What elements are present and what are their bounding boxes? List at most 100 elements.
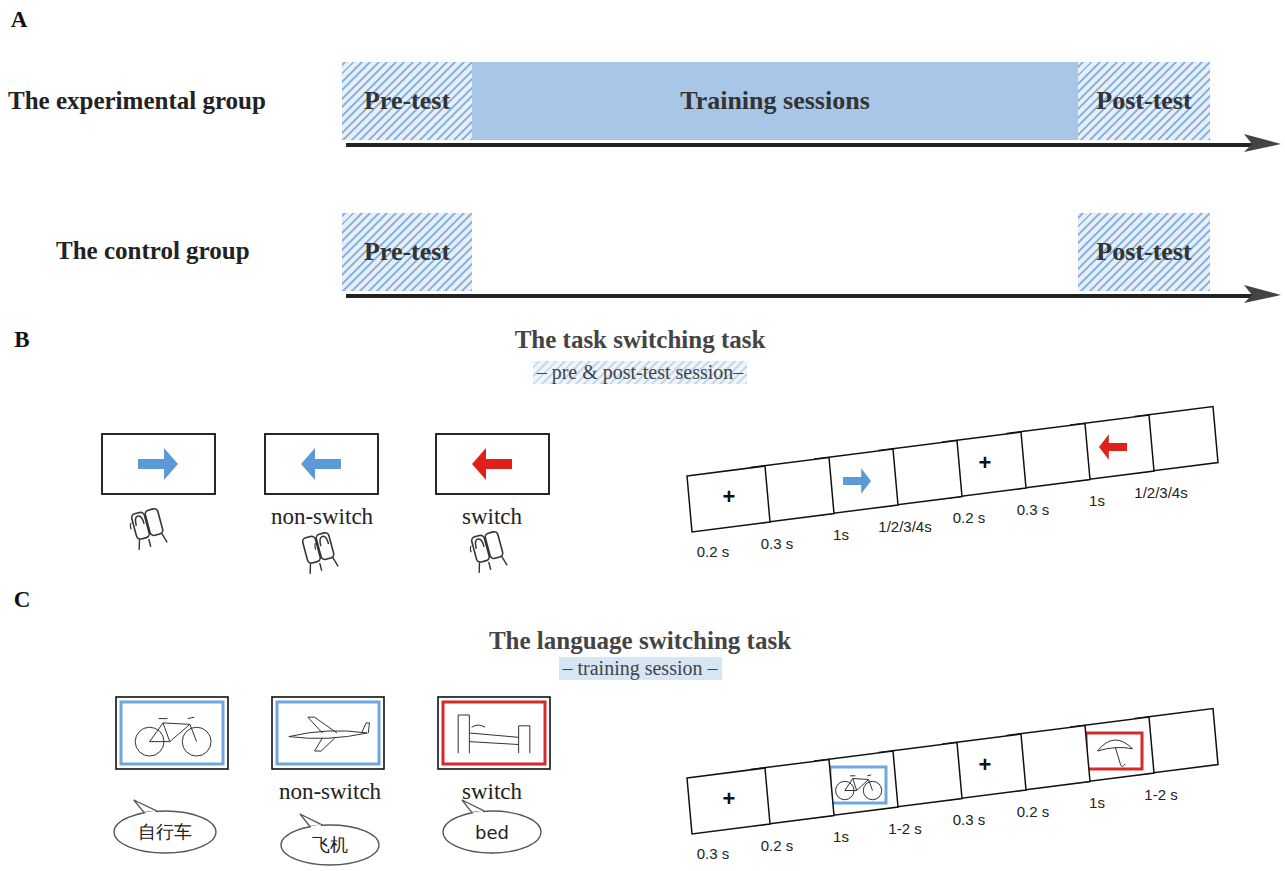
group-label: The experimental group — [8, 87, 266, 116]
phase-label: Post-test — [1096, 86, 1191, 116]
response-hand-icon — [301, 532, 338, 574]
speech-bubble: 自行车 — [113, 810, 217, 854]
bike-wheel — [182, 727, 211, 756]
duration-label: 1s — [833, 828, 849, 845]
stimulus-screen — [102, 434, 215, 494]
picture-stimulus — [116, 697, 228, 769]
plane-wings — [308, 717, 370, 751]
condition-label: switch — [462, 504, 522, 530]
phase-box: Post-test — [1078, 213, 1210, 291]
bubble-ellipse — [281, 825, 379, 865]
bubble-join — [311, 826, 321, 828]
bike-frame — [150, 717, 197, 741]
hand-palm — [477, 556, 508, 573]
phase-label: Training sessions — [680, 86, 870, 116]
arrow-stimulus — [843, 468, 871, 494]
key-right — [484, 531, 503, 559]
finger — [130, 523, 133, 529]
duration-label: 0.2 s — [1017, 803, 1050, 820]
phase-label: Pre-test — [364, 237, 450, 267]
group-label: The control group — [56, 237, 250, 266]
task-title: The task switching task — [515, 326, 766, 355]
timeline-line — [346, 143, 1262, 147]
duration-label: 0.2 s — [697, 543, 730, 560]
duration-label: 1s — [1089, 794, 1105, 811]
plane-fuselage — [289, 731, 367, 739]
duration-label: 1s — [1089, 492, 1105, 509]
umbrella-outline — [1098, 740, 1133, 766]
arrow-stimulus — [138, 448, 178, 480]
duration-label: 0.2 s — [953, 509, 986, 526]
picture-screen — [116, 697, 228, 769]
condition-label: non-switch — [271, 504, 373, 530]
arrow-stimulus — [301, 448, 341, 480]
picture-stimulus — [830, 767, 886, 803]
slide-frame — [687, 466, 770, 532]
phase-box: Pre-test — [342, 62, 472, 140]
finger — [134, 515, 144, 526]
fixation-cross: + — [723, 484, 736, 509]
hand-palm — [137, 533, 168, 550]
speech-bubble: bed — [442, 810, 542, 854]
phase-label: Pre-test — [364, 86, 450, 116]
color-cue-frame — [121, 702, 223, 764]
arrow-stimulus — [472, 448, 512, 480]
duration-label: 1-2 s — [888, 820, 921, 837]
arrow-stimulus — [1099, 434, 1127, 460]
key-right — [144, 508, 163, 536]
duration-label: 0.3 s — [1017, 501, 1050, 518]
bed-outline — [458, 715, 530, 753]
bubble-ellipse — [443, 811, 541, 853]
phase-box: Post-test — [1078, 62, 1210, 140]
phase-box: Pre-test — [342, 213, 472, 291]
timeline-head — [1244, 285, 1281, 303]
color-cue-frame — [277, 702, 379, 764]
panel-letter: A — [11, 7, 28, 33]
bike-frame — [845, 775, 873, 791]
picture-stimulus — [438, 697, 550, 769]
speech-bubble: 飞机 — [280, 824, 380, 866]
finger — [319, 535, 329, 546]
spoken-word: bed — [475, 822, 509, 843]
bubble-tail — [134, 800, 157, 813]
session-subtitle: – training session – — [559, 657, 722, 680]
finger — [474, 538, 484, 549]
condition-label: non-switch — [279, 779, 381, 805]
timeline-head — [1244, 134, 1281, 152]
duration-label: 1-2 s — [1144, 786, 1177, 803]
picture-screen — [438, 697, 550, 769]
duration-label: 0.2 s — [761, 837, 794, 854]
spoken-word: 自行车 — [138, 820, 192, 844]
condition-label: switch — [462, 779, 522, 805]
picture-stimulus — [272, 697, 384, 769]
picture-screen — [272, 697, 384, 769]
fixation-cross: + — [979, 752, 992, 777]
stimulus-screen — [436, 434, 549, 494]
picture-stimulus — [1086, 733, 1142, 769]
duration-label: 0.3 s — [697, 845, 730, 862]
session-subtitle: – pre & post-test session– — [533, 361, 748, 384]
bubble-join — [145, 812, 155, 814]
fixation-cross: + — [723, 786, 736, 811]
trial-slide — [687, 466, 770, 532]
response-hand-icon — [467, 531, 507, 574]
fixation-cross: + — [979, 450, 992, 475]
panel-letter: B — [14, 327, 29, 353]
duration-label: 1s — [833, 526, 849, 543]
task-title: The language switching task — [489, 627, 791, 656]
duration-label: 0.3 s — [953, 811, 986, 828]
color-cue-frame — [830, 767, 886, 803]
phase-box: Training sessions — [472, 62, 1078, 140]
color-cue-frame — [1086, 733, 1142, 769]
duration-label: 0.3 s — [761, 535, 794, 552]
finger — [470, 546, 473, 552]
duration-label: 1/2/3/4s — [878, 518, 931, 535]
bubble-tail — [300, 814, 322, 827]
spoken-word: 飞机 — [312, 833, 348, 857]
key-right — [315, 532, 334, 560]
timeline-line — [346, 294, 1262, 298]
color-cue-frame — [443, 702, 545, 764]
finger — [314, 543, 317, 549]
hand-palm — [308, 557, 339, 574]
